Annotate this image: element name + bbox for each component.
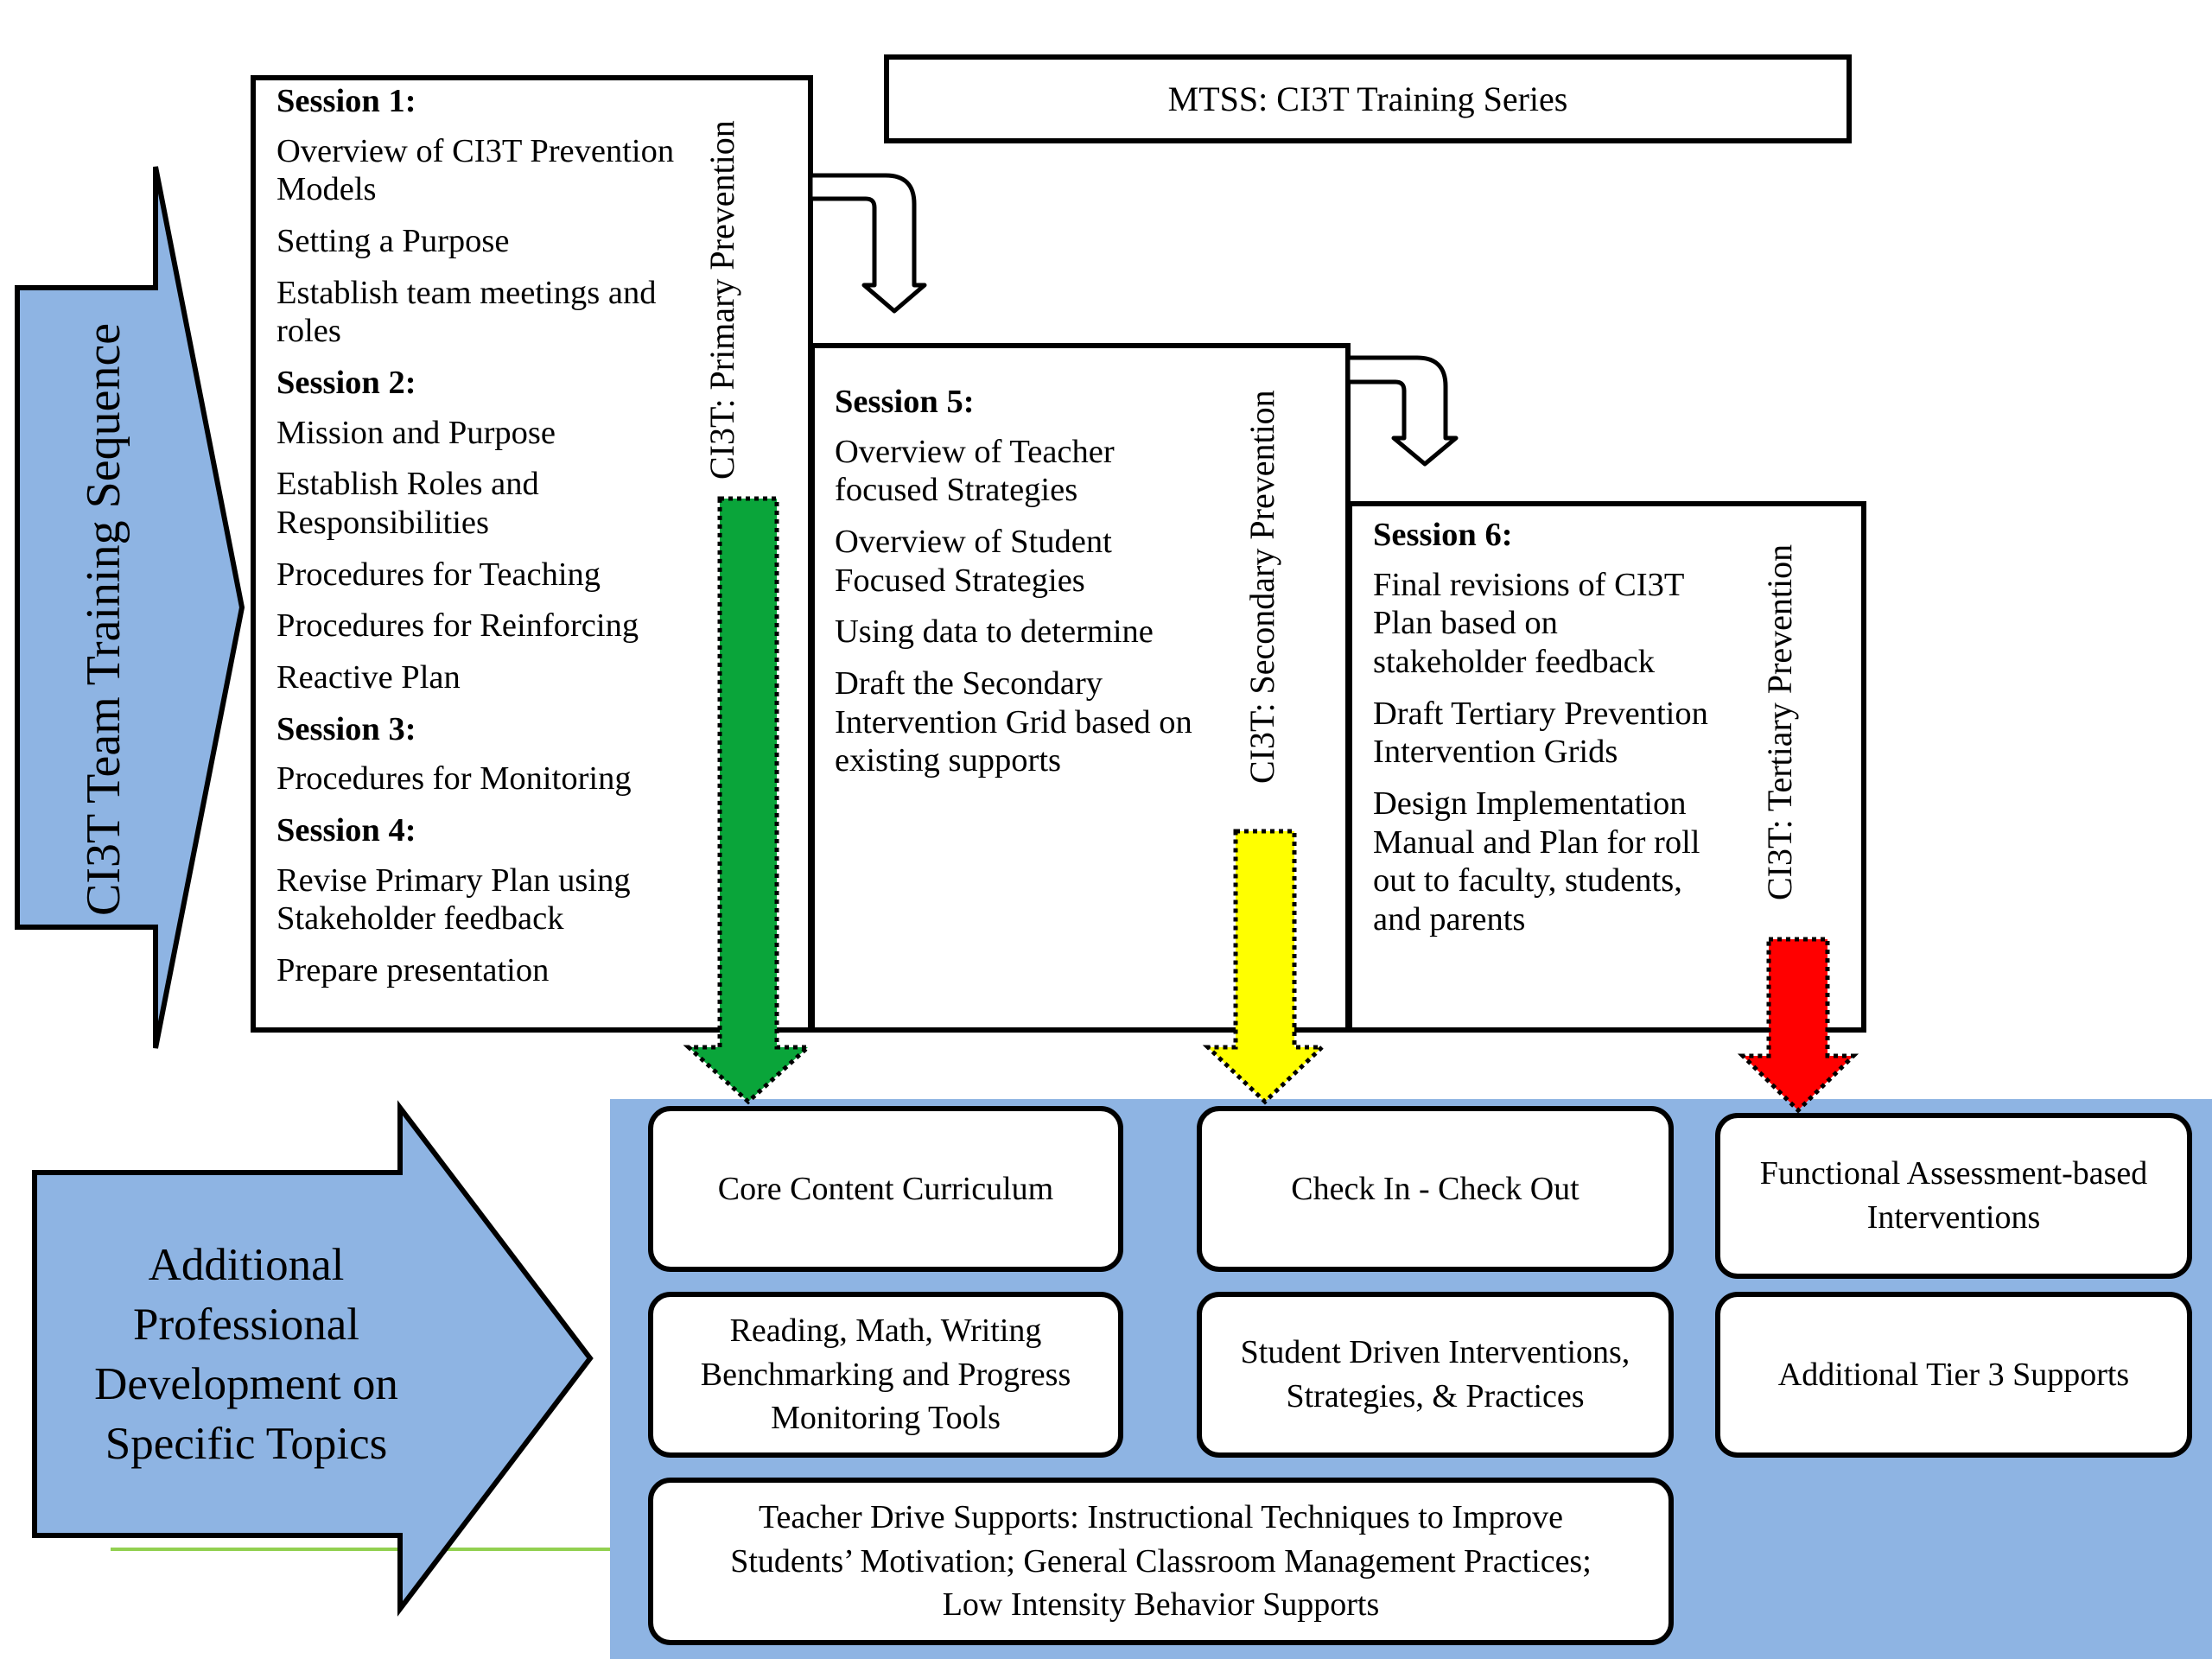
session-item: Overview of Teacher focused Strategies [835,433,1115,509]
session-item: Procedures for Reinforcing [276,607,639,645]
topic-teacher-driven: Teacher Drive Supports: Instructional Te… [648,1478,1674,1645]
topic-student-driven: Student Driven Interventions, Strategies… [1197,1292,1674,1458]
session-header: Session 5: [835,384,975,420]
primary-sessions: Session 1: Overview of CI3T Prevention M… [276,82,709,1002]
session-header: Session 2: [276,364,416,401]
primary-prevention-label: CI3T: Primary Prevention [702,120,741,480]
session-header: Session 3: [276,710,416,747]
session-item: Using data to determine [835,613,1154,651]
pd-arrow [32,1100,594,1617]
topic-fabi: Functional Assessment-based Intervention… [1715,1113,2192,1279]
session-item: Prepare presentation [276,951,550,988]
topic-check-in-check-out: Check In - Check Out [1197,1106,1674,1272]
session-item: Overview of CI3T Prevention Models [276,132,675,208]
secondary-session: Session 5: Overview of Teacher focused S… [835,383,1206,793]
session-item: Overview of Student Focused Strategies [835,523,1112,599]
session-item: Establish Roles and Responsibilities [276,466,539,541]
tertiary-session: Session 6: Final revisions of CI3T Plan … [1373,516,1710,952]
session-item: Reactive Plan [276,658,461,696]
session-item: Revise Primary Plan using Stakeholder fe… [276,861,631,938]
session-item: Draft the Secondary Intervention Grid ba… [835,664,1192,779]
session-header: Session 1: [276,83,416,119]
topic-tier3-supports: Additional Tier 3 Supports [1715,1292,2192,1458]
session-item: Procedures for Teaching [276,556,601,593]
session-item: Establish team meetings and roles [276,274,657,350]
topic-core-curriculum: Core Content Curriculum [648,1106,1123,1272]
tertiary-prevention-label: CI3T: Tertiary Prevention [1760,543,1799,900]
session-header: Session 4: [276,811,416,849]
session-item: Design Implementation Manual and Plan fo… [1373,785,1700,938]
pd-label: Additional Professional Development on S… [94,1240,398,1469]
session-item: Draft Tertiary Prevention Intervention G… [1373,695,1708,771]
topic-benchmarking: Reading, Math, Writing Benchmarking and … [648,1292,1123,1458]
secondary-down-arrow [1202,829,1328,1105]
session-item: Procedures for Monitoring [276,760,632,798]
session-header: Session 6: [1373,517,1513,553]
diagram-title: MTSS: CI3T Training Series [884,54,1852,143]
session-item: Mission and Purpose [276,414,556,451]
bent-arrow-1 [808,173,927,314]
tertiary-down-arrow [1737,937,1859,1114]
session-item: Setting a Purpose [276,222,510,259]
bent-arrow-2 [1345,355,1459,467]
training-sequence-label: CI3T Team Training Sequence [77,322,130,916]
secondary-prevention-label: CI3T: Secondary Prevention [1243,390,1281,784]
training-sequence-arrow [15,166,245,1049]
primary-down-arrow [683,496,814,1105]
session-item: Final revisions of CI3T Plan based on st… [1373,566,1684,680]
